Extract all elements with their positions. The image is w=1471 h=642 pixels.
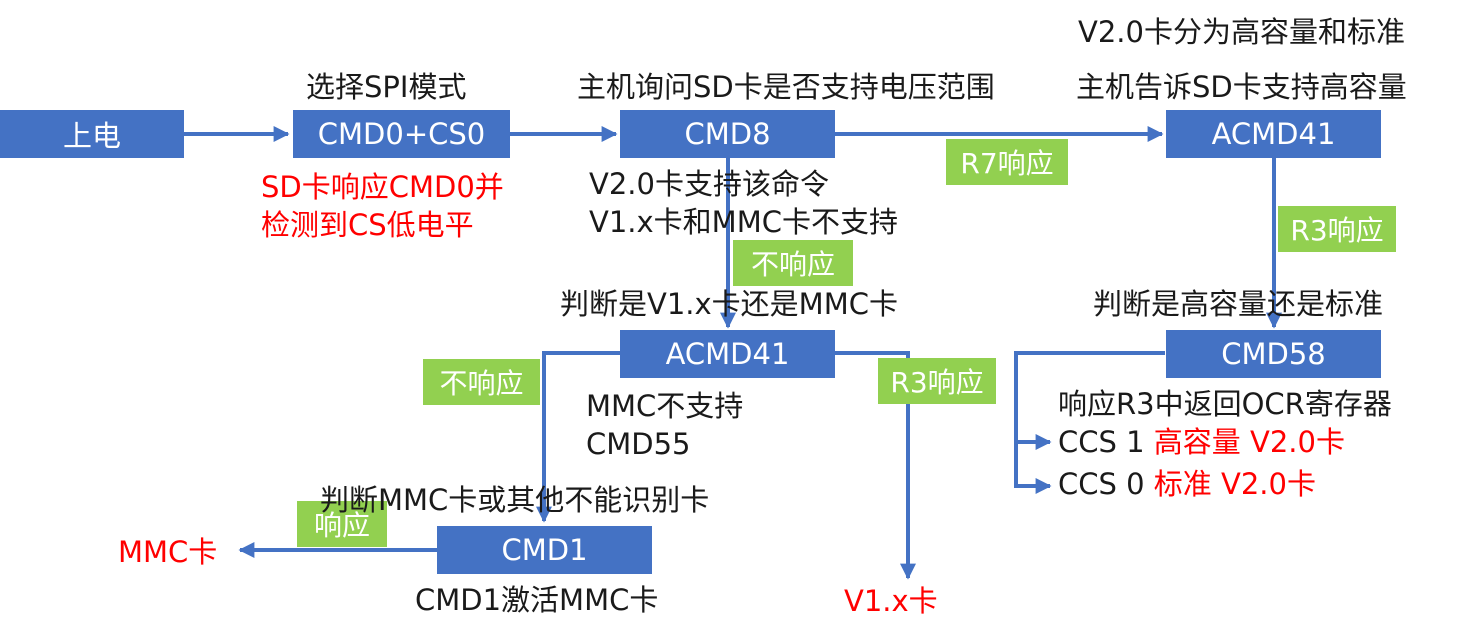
r7-response-tag: R7响应 [946, 139, 1068, 185]
ccs0-line: CCS 0 标准 V2.0卡 [1058, 465, 1316, 503]
mmc-not-support-line1: MMC不支持 [586, 389, 744, 423]
cmd8-box: CMD8 [620, 110, 835, 158]
ccs0-prefix: CCS 0 [1058, 467, 1145, 501]
response-tag-cmd1: 响应 [297, 501, 387, 547]
cmd0-note-line1: SD卡响应CMD0并 [261, 170, 504, 204]
host-tells-hc-label: 主机告诉SD卡支持高容量 [1076, 70, 1407, 104]
ccs1-prefix: CCS 1 [1058, 425, 1145, 459]
ccs0-value: 标准 V2.0卡 [1153, 467, 1316, 501]
no-response-tag-cmd8: 不响应 [733, 240, 853, 286]
host-query-voltage-label: 主机询问SD卡是否支持电压范围 [577, 70, 995, 104]
cmd1-box: CMD1 [437, 526, 652, 574]
r3-response-tag-right: R3响应 [1278, 206, 1396, 252]
cmd8-note-line2: V1.x卡和MMC卡不支持 [589, 205, 898, 239]
judge-mmc-or-unknown-label: 判断MMC卡或其他不能识别卡 [320, 483, 710, 517]
no-response-tag-acmd41: 不响应 [423, 359, 540, 405]
result-v1-card: V1.x卡 [844, 584, 938, 618]
cmd58-box: CMD58 [1166, 330, 1381, 378]
ccs1-value: 高容量 V2.0卡 [1153, 425, 1345, 459]
mmc-not-support-line2: CMD55 [586, 427, 691, 461]
select-spi-label: 选择SPI模式 [306, 70, 467, 104]
ocr-note-label: 响应R3中返回OCR寄存器 [1058, 387, 1392, 421]
result-mmc-card: MMC卡 [118, 535, 218, 569]
ccs1-line: CCS 1 高容量 V2.0卡 [1058, 423, 1345, 461]
judge-v1-or-mmc-label: 判断是V1.x卡还是MMC卡 [560, 287, 898, 321]
arrow-acmd41-to-cmd1 [536, 351, 620, 523]
cmd1-activate-label: CMD1激活MMC卡 [415, 583, 659, 617]
cmd0-note-line2: 检测到CS低电平 [261, 208, 474, 242]
acmd41-mid-box: ACMD41 [620, 330, 835, 378]
cmd8-note-line1: V2.0卡支持该命令 [589, 167, 829, 201]
acmd41-top-box: ACMD41 [1166, 110, 1381, 158]
power-on-box: 上电 [0, 110, 184, 158]
arrow-acmd41-to-v1 [835, 351, 916, 580]
cmd0-box: CMD0+CS0 [293, 110, 510, 158]
v2-split-label: V2.0卡分为高容量和标准 [1078, 15, 1405, 49]
judge-hc-or-std-label: 判断是高容量还是标准 [1093, 287, 1384, 321]
r3-response-tag-mid: R3响应 [878, 358, 996, 404]
